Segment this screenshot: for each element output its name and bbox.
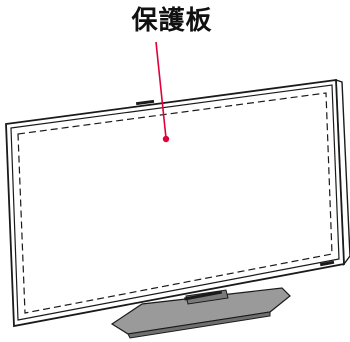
leader-dot <box>162 135 170 143</box>
callout-leader <box>155 41 170 143</box>
tv-top-tab <box>135 99 155 106</box>
tv-screen-edge <box>10 84 340 321</box>
callout-label: 保護板 <box>131 6 213 36</box>
tv-stand <box>110 287 291 339</box>
tv-bottom-logo <box>184 290 223 301</box>
stand-base-front <box>127 311 271 339</box>
tv-indicator <box>319 260 335 267</box>
leader-line <box>155 41 167 139</box>
tv-frame <box>5 78 350 328</box>
